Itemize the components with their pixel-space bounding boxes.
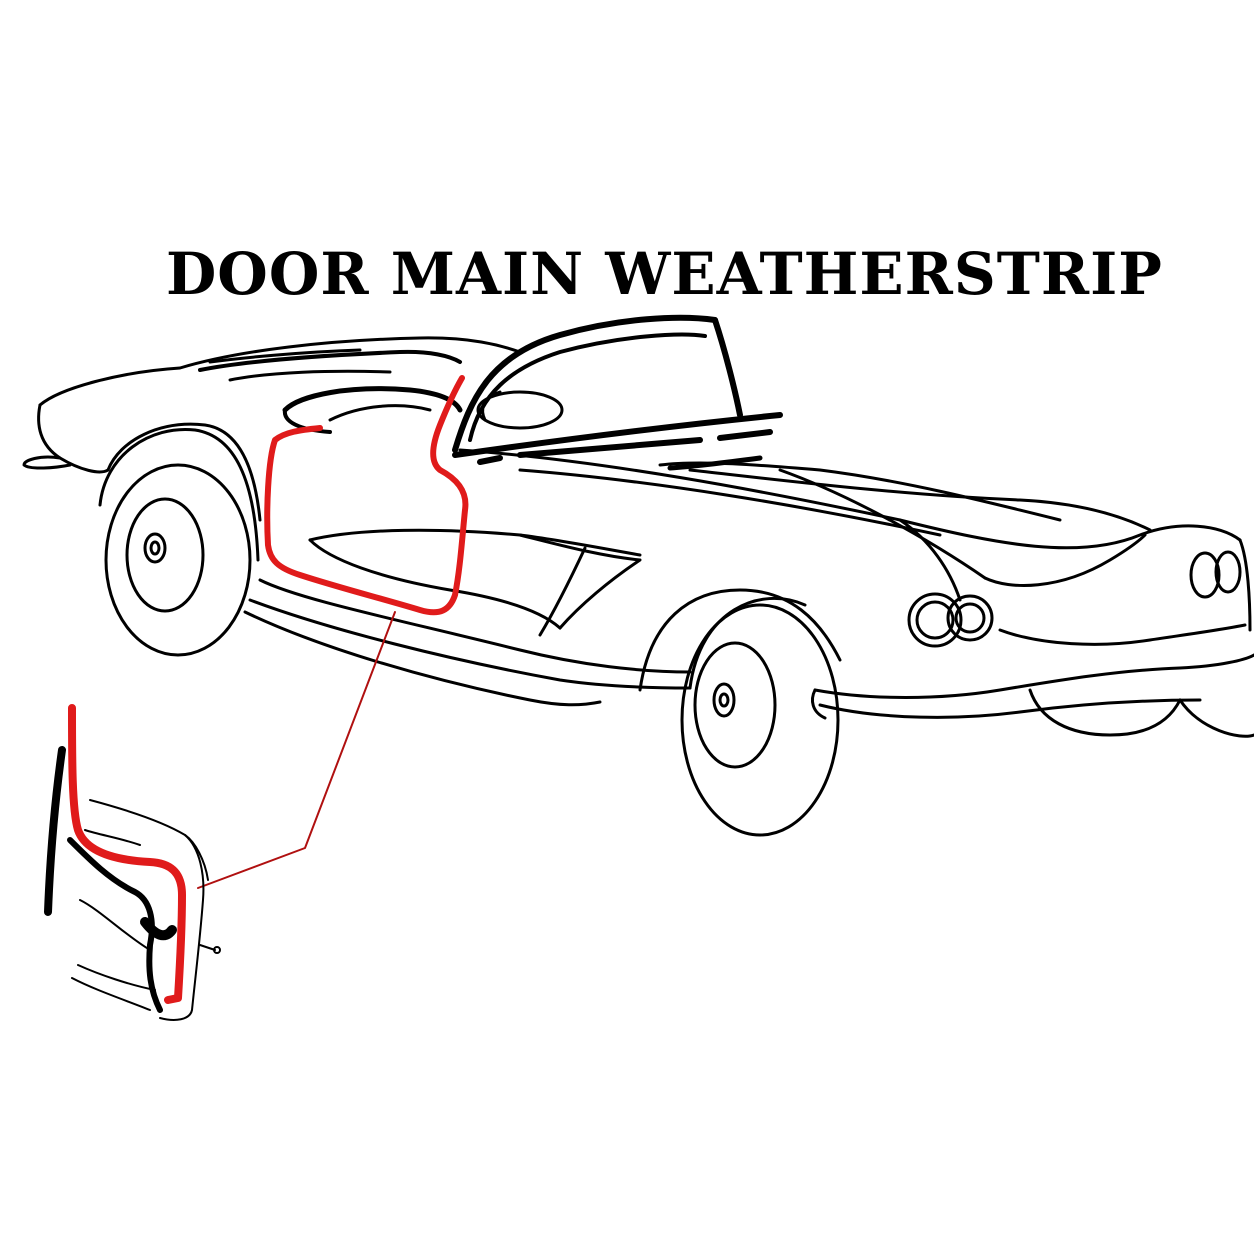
car-body	[22, 314, 1254, 837]
door-weatherstrip-highlight	[264, 375, 469, 616]
leader-line	[197, 611, 396, 889]
detail-inset	[44, 746, 221, 1021]
diagram-title: DOOR MAIN WEATHERSTRIP	[166, 240, 1163, 308]
detail-weatherstrip-highlight	[68, 704, 186, 1004]
